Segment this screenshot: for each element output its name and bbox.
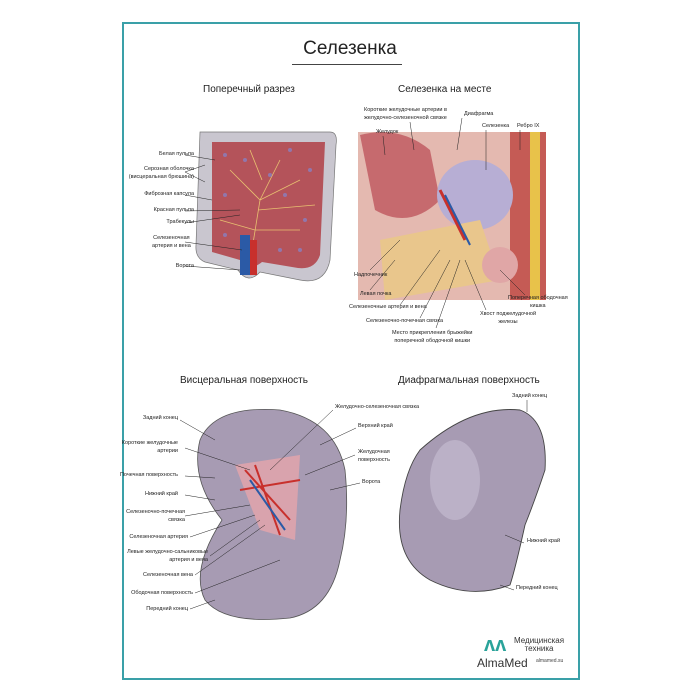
- section-title-diaphragm: Диафрагмальная поверхность: [398, 375, 540, 386]
- label-serosa: Серозная оболочка(висцеральная брюшина): [129, 166, 194, 181]
- label-renal-surface: Почечная поверхность: [119, 472, 178, 478]
- label-stomach: Желудок: [376, 129, 399, 135]
- label-line: Селезеночно-почечная: [126, 509, 185, 515]
- label-white-pulp: Белая пульпа: [159, 151, 194, 157]
- label-line: Желудочная: [358, 449, 390, 455]
- visceral-spleen-illustration: [197, 409, 348, 620]
- section-title-cross: Поперечный разрез: [203, 84, 295, 95]
- title-underline: [292, 64, 402, 65]
- logo-tag-line2: техника: [524, 644, 554, 653]
- label-superior-border: Верхний край: [358, 423, 393, 429]
- label-gastrosplenic: Желудочно-селезеночная связка: [335, 404, 420, 410]
- label-red-pulp: Красная пульпа: [153, 207, 194, 213]
- label-line: Поперечная ободочная: [508, 295, 568, 301]
- label-diaphragm: Диафрагма: [464, 111, 494, 117]
- label-inferior-border-d: Нижний край: [527, 538, 561, 544]
- label-line: желудочно-селезеночной связке: [364, 114, 447, 121]
- label-hilum-v: Ворота: [362, 479, 381, 485]
- label-splenic-vein: Селезеночная вена: [143, 572, 193, 578]
- logo-brand: AlmaMed: [477, 656, 528, 670]
- label-line: поверхность: [358, 456, 390, 463]
- label-splenorenal: Селезеночно-почечная связка: [366, 318, 444, 324]
- label-splenic-vessels-insitu: Селезеночные артерия и вена: [349, 304, 427, 310]
- label-serosa-line1: Серозная оболочка: [143, 166, 194, 172]
- diaphragmatic-spleen-illustration: [398, 409, 546, 592]
- label-inferior-border: Нижний край: [144, 491, 178, 497]
- label-adrenal: Надпочечник: [354, 272, 388, 278]
- label-hilum: Ворота: [175, 263, 194, 269]
- label-rib: Ребро IX: [517, 123, 540, 129]
- label-line: кишка: [530, 302, 546, 309]
- label-kidney: Левая почка: [360, 291, 392, 297]
- label-posterior-end-d: Задний конец: [512, 393, 548, 399]
- logo-tag-line1: Медицинская: [514, 636, 565, 645]
- label-serosa-line2: (висцеральная брюшина): [128, 173, 194, 180]
- label-line: Левые желудочно-сальниковые: [127, 549, 208, 555]
- label-splenic-artery: Селезеночная артерия: [129, 534, 188, 540]
- label-line: Короткие желудочные: [121, 440, 178, 446]
- label-line: железы: [498, 318, 518, 325]
- label-colic-surface: Ободочная поверхность: [131, 590, 193, 596]
- label-line: связка: [168, 516, 185, 523]
- label-line: артерии: [157, 447, 178, 454]
- label-trabeculae: Трабекулы: [166, 219, 194, 225]
- label-line: поперечной ободочной кишки: [394, 337, 471, 344]
- label-line: артерия и вена: [169, 556, 208, 563]
- label-line: Место прикрепления брыжейки: [392, 330, 473, 336]
- label-line: Короткие желудочные артерии в: [364, 107, 447, 113]
- cross-section-illustration: [195, 131, 337, 282]
- insitu-illustration: [358, 132, 546, 300]
- almamed-logo-icon: ʌʌ: [484, 634, 507, 656]
- logo-url: almamed.su: [536, 658, 564, 664]
- label-anterior-end-d: Передний конец: [516, 585, 558, 591]
- section-title-visceral: Висцеральная поверхность: [180, 375, 308, 386]
- label-line: Хвост поджелудочной: [480, 311, 537, 317]
- leader-lines: [179, 117, 528, 610]
- label-vessels-line1: Селезеночная: [153, 235, 190, 241]
- label-fibrous-capsule: Фиброзная капсула: [144, 191, 194, 197]
- label-vessels-line2: артерия и вена: [152, 242, 191, 249]
- section-title-insitu: Селезенка на месте: [398, 84, 492, 95]
- poster-title: Селезенка: [303, 38, 397, 59]
- label-spleen: Селезенка: [482, 123, 510, 129]
- label-posterior-end: Задний конец: [142, 415, 178, 421]
- label-anterior-end: Передний конец: [146, 606, 188, 612]
